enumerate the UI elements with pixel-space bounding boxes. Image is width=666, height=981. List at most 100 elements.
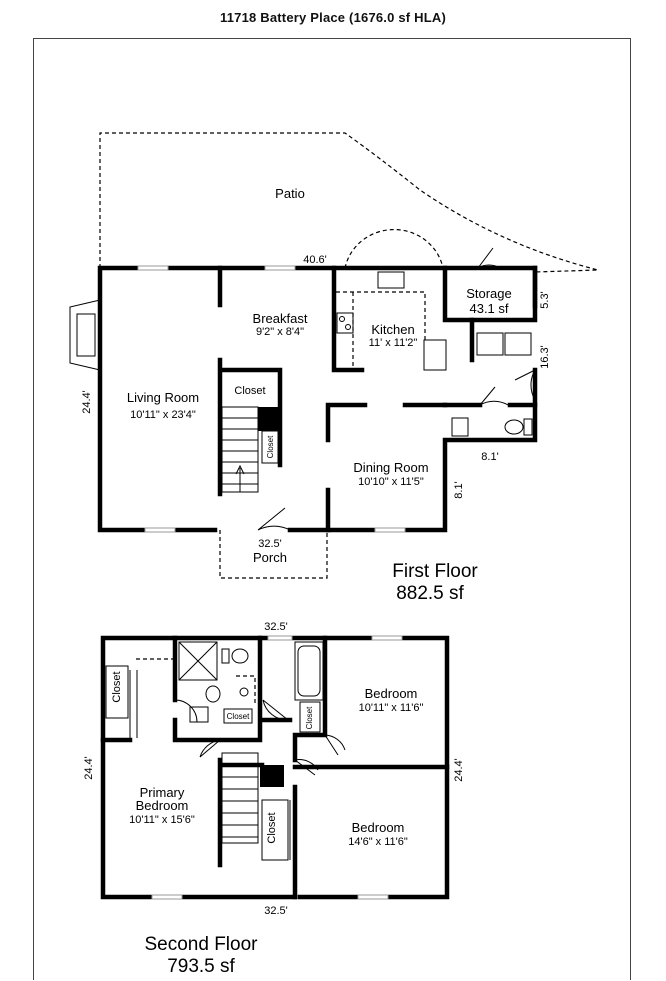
bedroom-1-size: 10'11" x 11'6": [359, 702, 424, 714]
storage-label: Storage: [466, 286, 512, 301]
second-floor-area: 793.5 sf: [167, 956, 235, 977]
bathtub: [294, 641, 324, 701]
dim-first-top: 40.6': [303, 254, 327, 266]
closet-label: Closet: [234, 385, 265, 397]
stairs: [221, 752, 259, 844]
bath-door-swing: [174, 699, 198, 723]
vanity: [189, 706, 209, 723]
plan-frame: [33, 38, 631, 980]
bath-door-swing: [479, 386, 509, 406]
porch-outline: [219, 530, 328, 579]
first-floor: [69, 132, 599, 579]
dim-second-left: 24.4': [83, 756, 95, 780]
dim-right-mid: 16.3': [539, 345, 551, 369]
stairs: [221, 406, 259, 493]
kitchen-wall: [331, 265, 365, 373]
hall-bath-closet: [299, 701, 321, 733]
dining-room-size: 10'10" x 11'5": [358, 476, 424, 488]
primary-door-swing: [199, 739, 221, 758]
dining-wall: [325, 402, 448, 533]
breakfast-size: 9'2" x 8'4": [256, 326, 304, 338]
dim-first-left: 24.4': [81, 390, 93, 414]
dim-storage-side: 5.3': [539, 291, 551, 308]
first-floor-title: First Floor: [392, 561, 478, 582]
hall-closet: [261, 799, 289, 861]
breakfast-label: Breakfast: [253, 311, 308, 326]
linen-closet: [223, 708, 253, 724]
primary-bedroom-label-1: Primary: [140, 785, 185, 800]
second-floor: [100, 635, 450, 900]
toilet: [504, 419, 524, 435]
dim-second-right: 24.4': [453, 758, 465, 782]
window: [264, 265, 296, 271]
bedroom-door-swing: [324, 734, 346, 756]
toilet-tank: [523, 418, 533, 436]
range-burner: [345, 324, 351, 330]
range: [336, 312, 354, 334]
kitchen-sink: [377, 271, 405, 289]
closet-bath-label: Closet: [305, 706, 314, 729]
window: [374, 527, 406, 533]
window: [137, 265, 169, 271]
primary-bedroom-size: 10'11" x 15'6": [129, 814, 195, 826]
refrigerator: [423, 339, 447, 371]
bedroom-divider-wall: [292, 635, 450, 900]
chimney-block: [260, 765, 284, 787]
living-room-label: Living Room: [127, 390, 199, 405]
closet-label-rotated: Closet: [111, 671, 123, 702]
bath-sink: [451, 417, 469, 437]
stair-closet: [261, 430, 279, 464]
kitchen-label: Kitchen: [371, 322, 414, 337]
stair-wall: [217, 357, 283, 497]
washer: [476, 332, 504, 356]
storage-walls: [442, 265, 538, 323]
kitchen-size: 11' x 11'2": [369, 337, 418, 349]
toilet-tank: [221, 648, 230, 664]
bedroom-2-label: Bedroom: [352, 820, 405, 835]
hall-closet-label: Closet: [266, 812, 278, 843]
toilet: [205, 685, 221, 703]
living-room-size: 10'11" x 23'4": [130, 409, 196, 421]
toilet: [231, 648, 249, 664]
side-door-swing: [514, 369, 536, 401]
bathtub-inner: [297, 645, 321, 697]
dim-second-bottom: 32.5': [264, 905, 288, 917]
range-burner: [339, 316, 345, 322]
dining-room-label: Dining Room: [353, 460, 428, 475]
closet-rail: [129, 670, 138, 738]
first-floor-area: 882.5 sf: [396, 583, 464, 604]
bedroom-door-swing: [294, 759, 319, 776]
window: [151, 894, 183, 900]
porch-label: Porch: [253, 550, 287, 565]
dim-second-top: 32.5': [264, 621, 288, 633]
chimney-block: [258, 407, 280, 431]
second-floor-title: Second Floor: [144, 934, 258, 955]
bedroom-1-label: Bedroom: [365, 686, 418, 701]
closet-label-rotated: Closet: [266, 435, 275, 458]
dim-dining-side: 8.1': [453, 481, 465, 498]
closet-small-label: Closet: [227, 712, 250, 721]
shower: [178, 641, 218, 681]
patio-outline: [99, 132, 599, 273]
sink: [239, 687, 249, 697]
patio-door-swing: [477, 247, 501, 269]
window: [144, 527, 176, 533]
front-door-swing: [257, 507, 291, 531]
primary-bath-walls: [100, 635, 293, 743]
dryer: [504, 332, 532, 356]
fireplace: [69, 299, 101, 371]
patio-label: Patio: [275, 186, 305, 201]
primary-closet: [105, 665, 129, 719]
dim-first-bottom: 32.5': [258, 538, 282, 550]
primary-bedroom-label-2: Bedroom: [136, 798, 189, 813]
window: [357, 894, 389, 900]
bedroom-2-size: 14'6" x 11'6": [348, 836, 408, 848]
vanity-dashed: [236, 675, 256, 705]
shower-cross: [178, 641, 218, 681]
closet-shelf: [136, 640, 175, 660]
dim-bath-width: 8.1': [481, 451, 498, 463]
window: [371, 635, 403, 641]
page-title: 11718 Battery Place (1676.0 sf HLA): [220, 10, 446, 25]
storage-size: 43.1 sf: [469, 301, 508, 316]
